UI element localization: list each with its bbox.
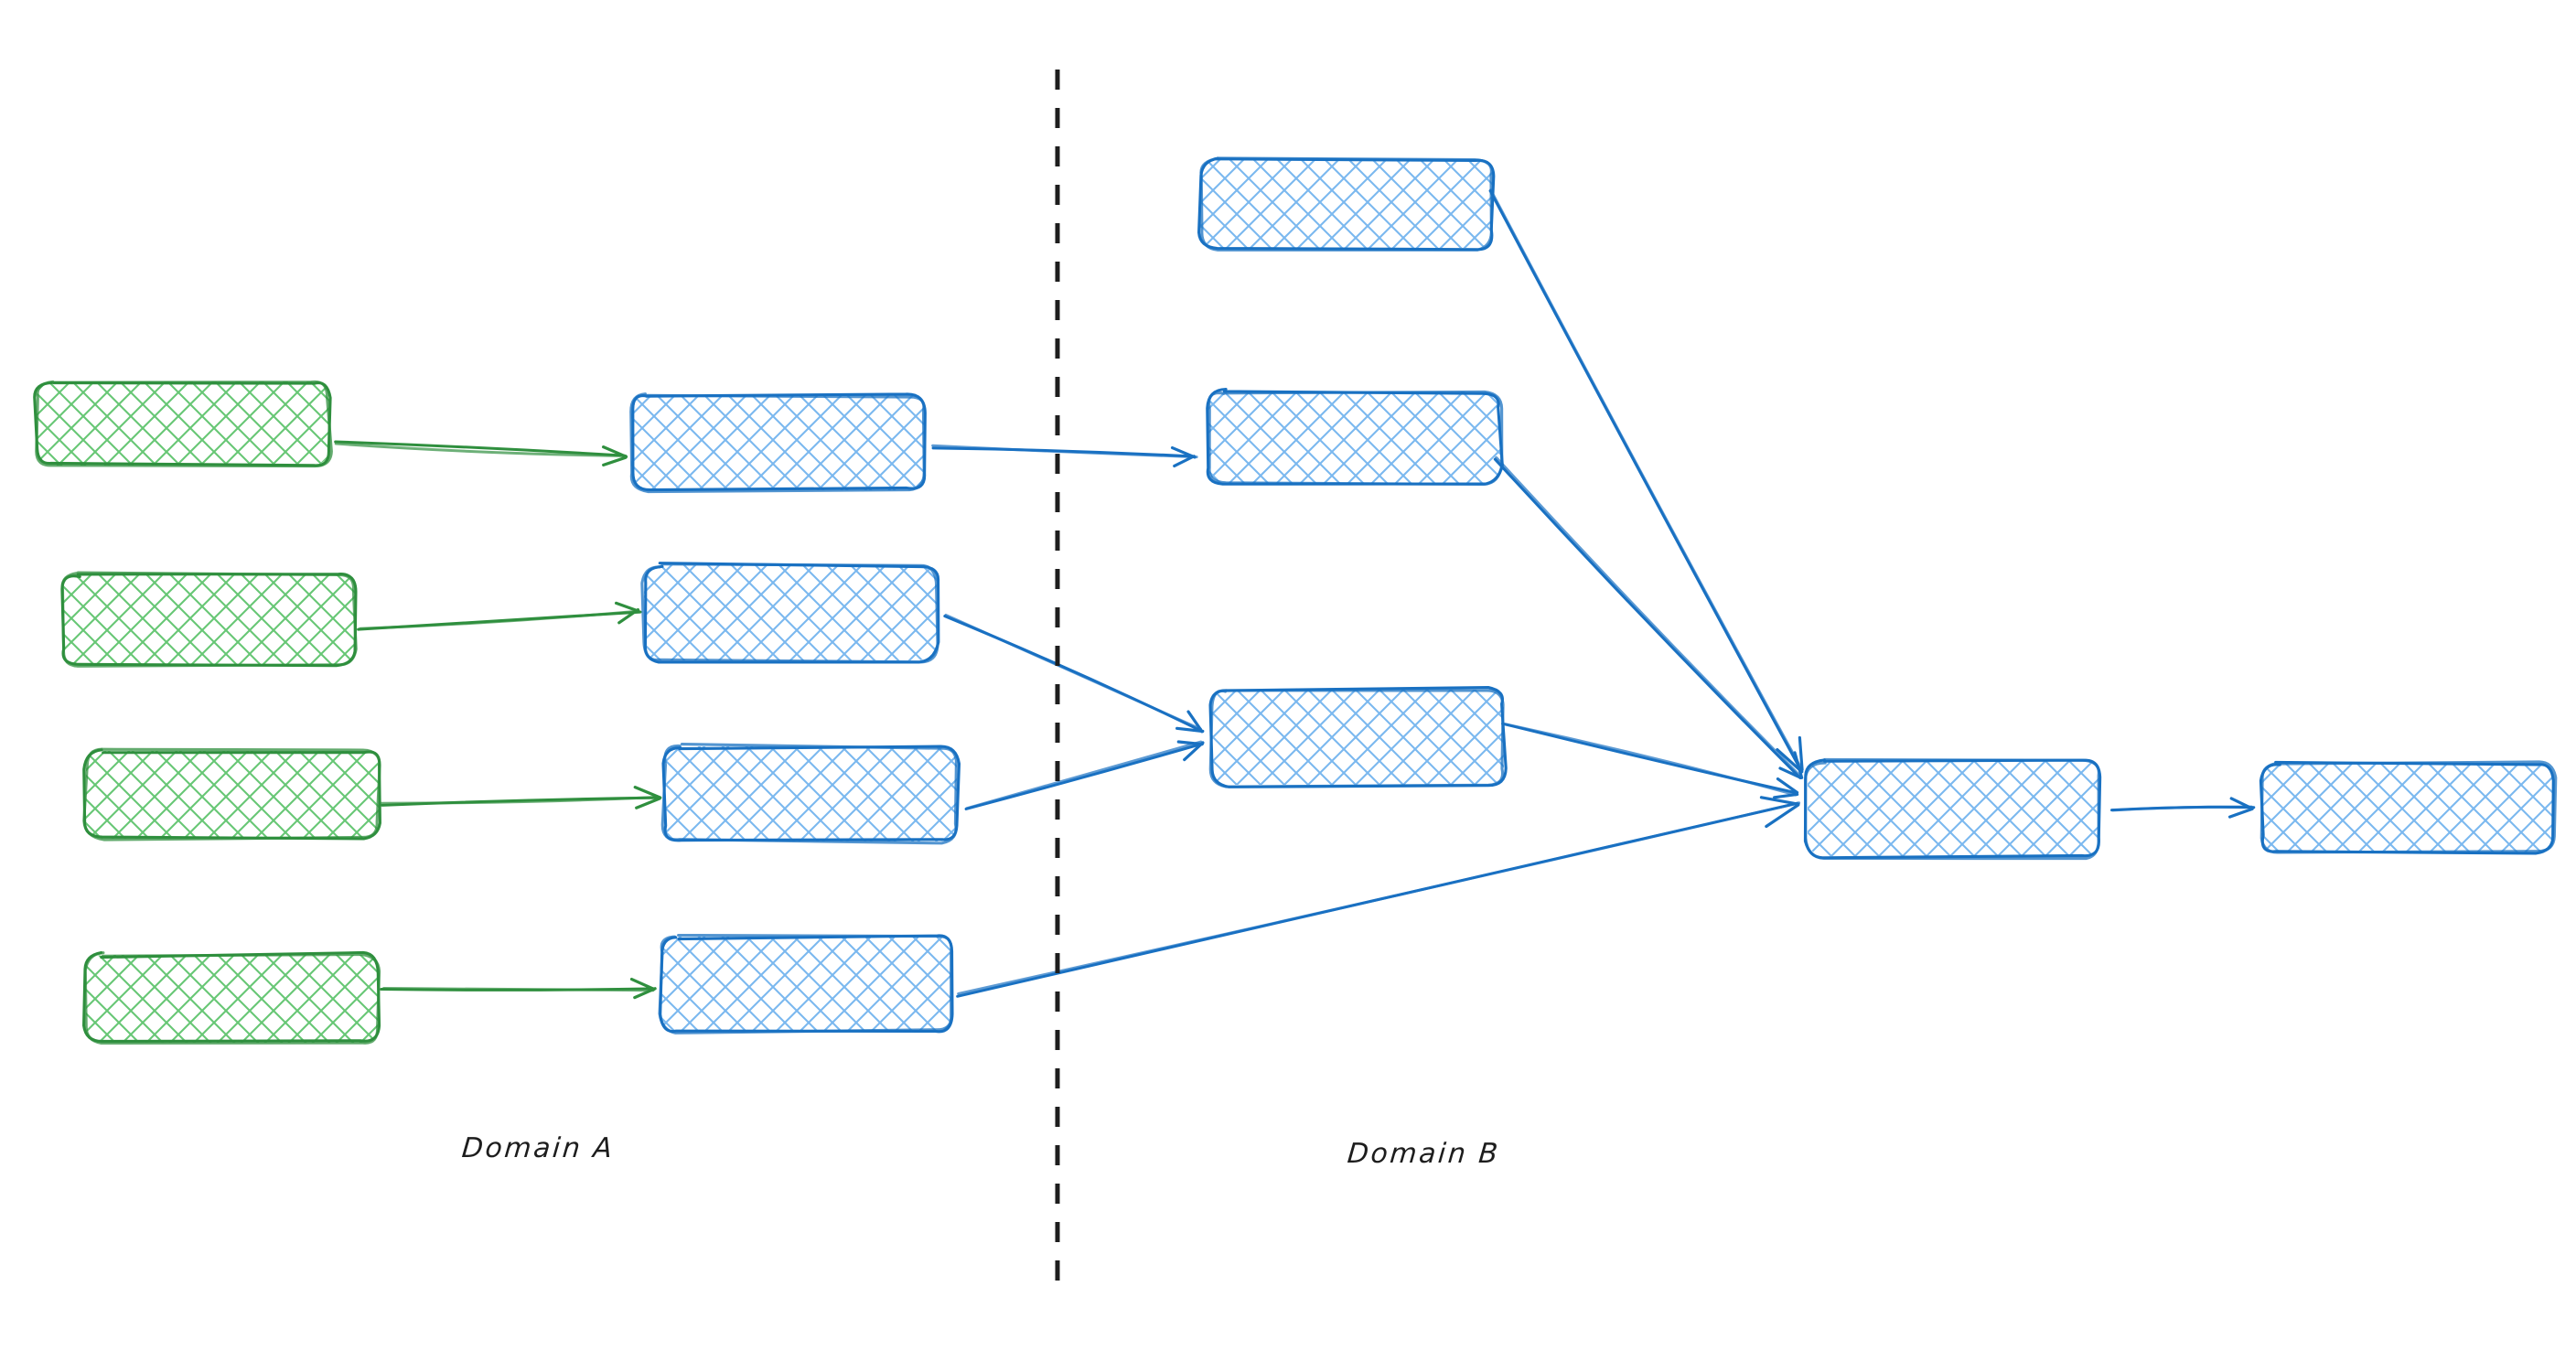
node-a1[interactable] (33, 380, 333, 468)
edge-m1-to-b2 (931, 444, 1198, 468)
edge-m4-to-c1 (956, 796, 1801, 998)
node-b3[interactable] (1208, 686, 1508, 788)
node-c1[interactable] (1803, 757, 2102, 861)
edge-b1-to-c1 (1488, 188, 1804, 774)
domain-b-label: Domain B (1346, 1138, 1502, 1170)
node-c2[interactable] (2259, 760, 2558, 855)
node-a2[interactable] (60, 571, 358, 668)
edges-layer (334, 188, 2256, 1000)
edge-b2-to-c1 (1493, 456, 1804, 779)
node-b1[interactable] (1197, 156, 1496, 252)
edge-m3-to-b3 (964, 740, 1205, 810)
node-b2[interactable] (1206, 387, 1504, 487)
edge-a4-to-m4 (380, 977, 657, 1000)
node-a3[interactable] (82, 747, 381, 841)
node-m1[interactable] (629, 392, 927, 494)
nodes-layer (33, 156, 2558, 1045)
node-m3[interactable] (660, 742, 961, 845)
node-m2[interactable] (640, 562, 940, 664)
edge-c1-to-c2 (2110, 797, 2256, 819)
edge-m2-to-b3 (943, 613, 1205, 734)
edge-a3-to-m3 (379, 786, 662, 809)
edge-a2-to-m2 (357, 601, 642, 631)
node-a4[interactable] (82, 950, 381, 1045)
node-m4[interactable] (658, 933, 954, 1034)
edge-a1-to-m1 (334, 440, 628, 467)
domain-a-label: Domain A (460, 1132, 617, 1164)
edge-b3-to-c1 (1501, 722, 1799, 799)
